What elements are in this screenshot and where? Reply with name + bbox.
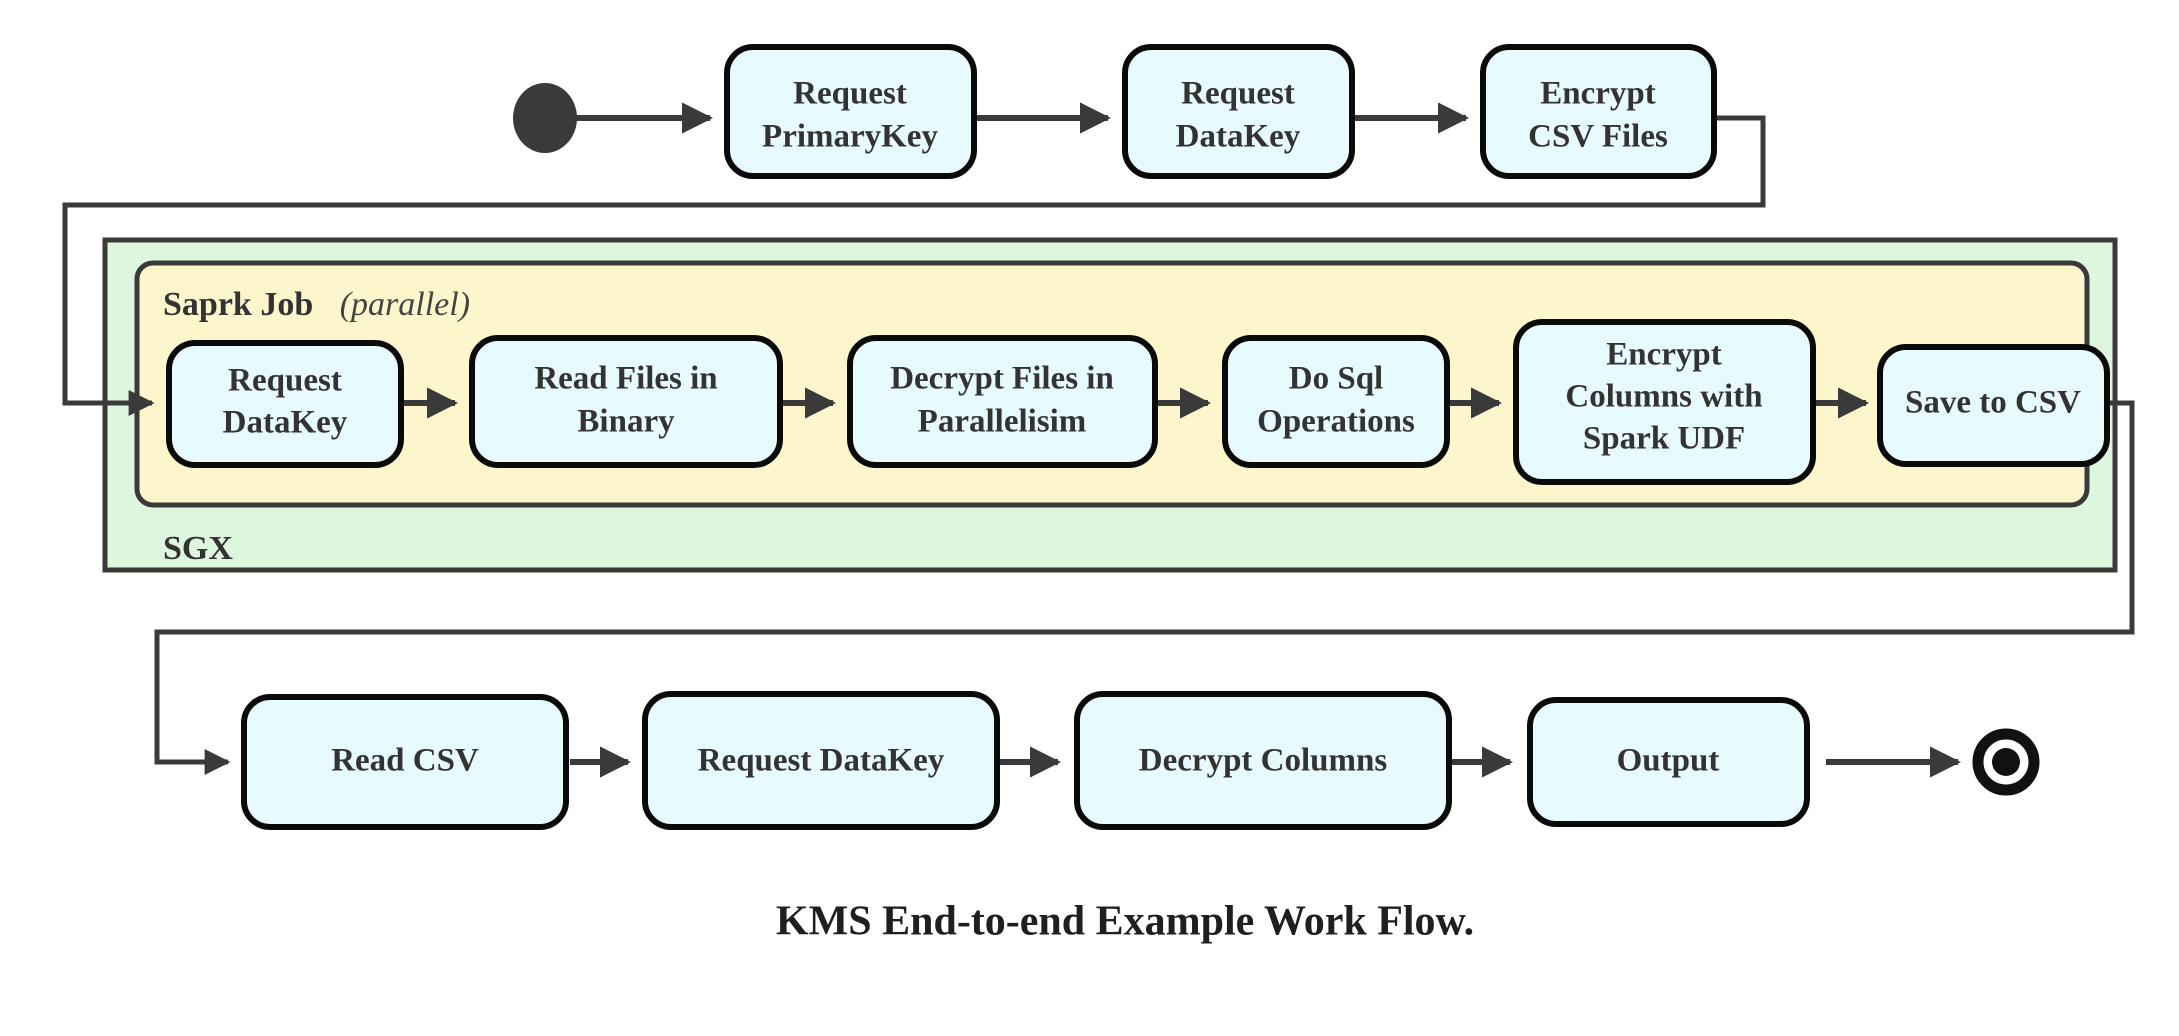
node-decrypt-columns-rect[interactable] [1074,691,1452,830]
node-do-sql-operations-rect[interactable] [1222,335,1450,468]
edge-save-csv-to-read-csv [154,400,2135,775]
node-request-datakey-spark-rect[interactable] [166,340,404,468]
node-request-datakey-bottom-line-1: Request DataKey [698,743,945,779]
node-decrypt-files-in-parallelisim-line-1: Decrypt Files in [890,361,1114,397]
node-request-primarykey[interactable]: Request PrimaryKey [724,44,977,179]
spark-job-container-label: Saprk Job (parallel) [163,286,470,323]
edge-encrypt-csv-to-spark-request-datakey [62,115,1766,416]
node-decrypt-files-in-parallelisim-line-2: Parallelisim [918,404,1087,440]
node-request-datakey-top[interactable]: Request DataKey [1122,44,1355,179]
node-save-to-csv-rect[interactable] [1877,344,2110,467]
node-read-csv-line-1: Read CSV [331,743,479,779]
node-decrypt-columns[interactable]: Decrypt Columns [1074,691,1452,830]
node-encrypt-columns-with-spark-udf-rect[interactable] [1513,319,1816,485]
node-do-sql-operations-line-2: Operations [1257,404,1415,440]
node-encrypt-csv-files[interactable]: Encrypt CSV Files [1480,44,1717,179]
diagram-caption: KMS End-to-end Example Work Flow. [776,899,1474,945]
node-request-datakey-spark[interactable]: Request DataKey [166,340,404,468]
node-encrypt-csv-files-line-1: Encrypt [1540,76,1656,112]
node-output-rect[interactable] [1527,697,1810,827]
spark-job-label-main: Saprk Job [163,286,313,323]
node-encrypt-columns-with-spark-udf-line-3: Spark UDF [1583,421,1745,457]
node-save-to-csv-line-1: Save to CSV [1905,385,2081,421]
node-read-files-in-binary[interactable]: Read Files in Binary [469,335,783,468]
node-request-datakey-top-rect[interactable] [1122,44,1355,179]
node-encrypt-csv-files-rect[interactable] [1480,44,1717,179]
node-encrypt-columns-with-spark-udf-line-2: Columns with [1565,379,1762,415]
node-read-files-in-binary-line-1: Read Files in [534,361,717,397]
node-do-sql-operations[interactable]: Do Sql Operations [1222,335,1450,468]
end-node-icon [1972,728,2040,796]
node-encrypt-csv-files-line-2: CSV Files [1528,119,1668,155]
node-request-datakey-bottom[interactable]: Request DataKey [642,691,1000,830]
node-read-csv[interactable]: Read CSV [241,694,569,830]
node-output-line-1: Output [1617,743,1720,779]
node-request-datakey-top-line-2: DataKey [1176,119,1301,155]
node-request-datakey-spark-line-1: Request [228,363,342,399]
node-request-primarykey-line-2: PrimaryKey [762,119,938,155]
node-request-primarykey-line-1: Request [793,76,907,112]
node-encrypt-columns-with-spark-udf[interactable]: Encrypt Columns with Spark UDF [1513,319,1816,485]
spark-job-label-note: (parallel) [340,286,470,323]
sgx-container-label: SGX [163,530,233,567]
node-save-to-csv[interactable]: Save to CSV [1877,344,2110,467]
node-request-datakey-top-line-1: Request [1181,76,1295,112]
node-request-primarykey-rect[interactable] [724,44,977,179]
node-output[interactable]: Output [1527,697,1810,827]
node-do-sql-operations-line-1: Do Sql [1289,361,1383,397]
node-encrypt-columns-with-spark-udf-line-1: Encrypt [1606,337,1722,373]
node-decrypt-files-in-parallelisim[interactable]: Decrypt Files in Parallelisim [847,335,1158,468]
node-request-datakey-spark-line-2: DataKey [223,405,348,441]
node-request-datakey-bottom-rect[interactable] [642,691,1000,830]
node-read-files-in-binary-rect[interactable] [469,335,783,468]
node-decrypt-files-in-parallelisim-rect[interactable] [847,335,1158,468]
node-read-csv-rect[interactable] [241,694,569,830]
node-decrypt-columns-line-1: Decrypt Columns [1139,743,1388,779]
start-node-icon [513,83,577,153]
node-read-files-in-binary-line-2: Binary [577,404,675,440]
